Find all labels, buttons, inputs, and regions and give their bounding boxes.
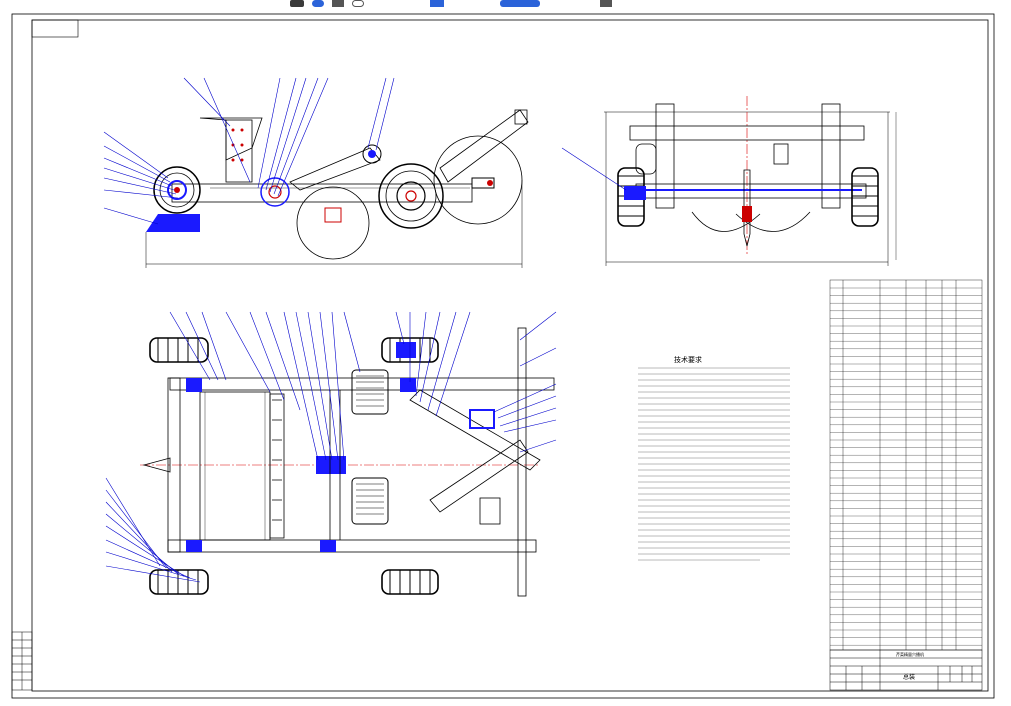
toolbar-measure-icon[interactable] [430, 0, 444, 7]
tech-heading: 技术要求 [674, 355, 702, 364]
sheet-inner-border [31, 19, 989, 692]
sheet-outer-border [11, 13, 995, 699]
toolbar-layer-icon[interactable] [500, 0, 540, 7]
machine-title: 芹菜精量穴播机 [896, 651, 924, 657]
seed-metering-wheel [260, 177, 290, 207]
plan-rear-beam [167, 539, 537, 553]
plan-rear-bar [517, 327, 527, 597]
rear-covering-disk [433, 135, 523, 225]
motor-upper [351, 369, 389, 415]
plan-rear-left-tire [149, 569, 209, 595]
plan-view [105, 311, 557, 597]
title-block [829, 649, 983, 691]
corner-box [31, 19, 79, 38]
drawing-title: 总装 [903, 673, 915, 681]
toolbar-zoom-icon[interactable] [312, 0, 324, 7]
side-view-leaders [103, 77, 395, 225]
technical-requirements: 技术要求 [638, 355, 790, 561]
rear-view [561, 96, 897, 266]
rear-furrow-opener [743, 169, 751, 247]
toolbar [0, 0, 1011, 12]
plan-view-leaders [105, 311, 557, 583]
plan-front-left-tire [149, 337, 209, 363]
side-view [103, 77, 529, 268]
left-strip-table [11, 631, 33, 691]
rear-wheel [378, 163, 444, 229]
tech-notes [638, 367, 790, 561]
plan-angled-arm [409, 389, 541, 471]
central-drive [316, 456, 346, 474]
side-link-arm [289, 147, 381, 191]
rear-right-tire [851, 167, 879, 227]
press-disk [296, 186, 370, 260]
side-frame-beam [171, 183, 473, 203]
seed-hopper [199, 117, 263, 161]
toolbar-print-icon[interactable] [600, 0, 612, 7]
rear-arm [439, 109, 529, 183]
toolbar-pan-icon[interactable] [332, 0, 344, 7]
ridge-former [146, 214, 200, 232]
plan-front-beam [169, 377, 555, 391]
parts-list-rows [830, 287, 982, 646]
plan-hitch-tip [142, 457, 171, 473]
toolbar-select-icon[interactable] [290, 0, 304, 7]
parts-list [829, 279, 983, 651]
toolbar-rotate-icon[interactable] [352, 0, 364, 7]
front-wheel [153, 166, 201, 214]
motor-lower [351, 477, 389, 525]
rear-top-beam [629, 125, 865, 141]
